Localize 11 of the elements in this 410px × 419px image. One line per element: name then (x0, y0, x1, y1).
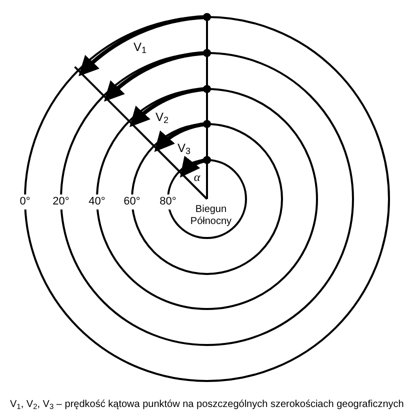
caption: V$_{1}$, V$_{2}$, V$_{3}$ – prędkość kątowa punktów na poszczególnych szerokościach geograficznych (10, 398, 404, 412)
latitude-label: 0° (20, 194, 30, 210)
velocity-label: V$_{1}$ (133, 39, 147, 56)
velocity-label: V$_{3}$ (177, 140, 191, 157)
velocity-label: V$_{2}$ (155, 109, 169, 126)
latitude-label: 80° (160, 194, 176, 210)
latitude-label: 20° (52, 194, 70, 210)
pole-label: Biegun Północny (189, 204, 233, 228)
latitude-label: 40° (88, 194, 106, 210)
latitude-label: 60° (124, 194, 140, 210)
angle-label: α (194, 169, 200, 186)
